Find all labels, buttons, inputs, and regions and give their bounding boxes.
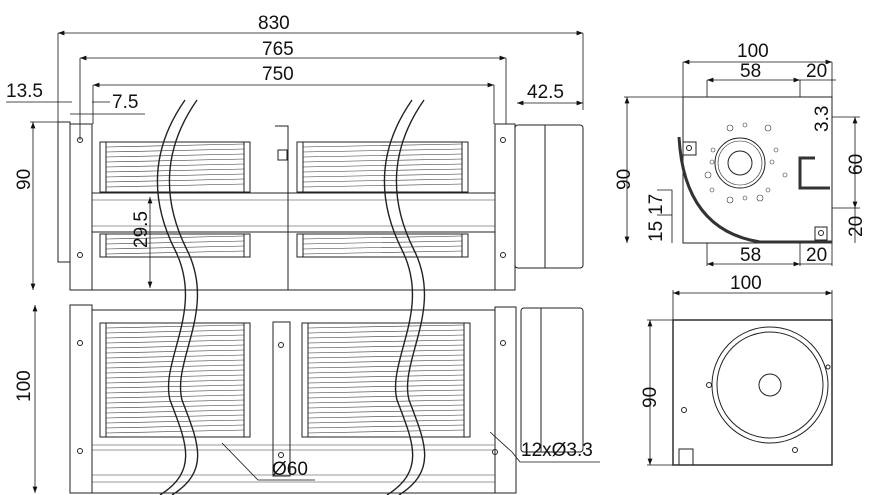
impeller-right — [296, 141, 469, 193]
impeller-right-lower — [296, 233, 469, 258]
side-dim-17: 17 — [646, 194, 667, 215]
dim-830: 830 — [258, 13, 290, 34]
top-view: 830 765 750 13.5 7.5 42.5 90 29.5 — [6, 13, 584, 291]
mounting-hole — [492, 449, 498, 455]
side-dim-3-3: 3.3 — [812, 106, 833, 132]
mounting-hole — [500, 137, 506, 143]
motor — [514, 124, 584, 269]
dim-90-top: 90 — [14, 169, 35, 190]
holes-label: 12xØ3.3 — [521, 440, 593, 461]
end-view: 100 90 — [640, 273, 833, 466]
mounting-hole — [500, 340, 506, 346]
mounting-hole — [77, 252, 83, 258]
impeller-right — [301, 322, 471, 438]
left-flange — [69, 123, 93, 291]
dim-13-5: 13.5 — [6, 81, 43, 102]
mounting-hole — [500, 252, 506, 258]
side-dim-60: 60 — [846, 154, 867, 175]
side-view: 100 58 20 3.3 60 20 90 17 15 58 20 — [614, 41, 867, 267]
dim-765: 765 — [262, 39, 294, 60]
right-flange — [494, 123, 516, 291]
dim-750: 750 — [262, 64, 294, 85]
center-bracket — [275, 125, 289, 290]
mounting-hole — [77, 137, 83, 143]
dim-7-5: 7.5 — [112, 92, 138, 113]
end-dim-90: 90 — [640, 387, 661, 408]
side-dim-90: 90 — [614, 169, 635, 190]
mounting-hole — [77, 448, 83, 454]
side-dim-20-right: 20 — [846, 216, 867, 237]
side-dim-100: 100 — [737, 41, 769, 62]
side-dim-58-top: 58 — [740, 61, 761, 82]
side-dim-58-bottom: 58 — [740, 245, 761, 266]
mounting-hole — [77, 340, 83, 346]
dim-60-diameter: Ø60 — [272, 459, 308, 480]
side-dim-15: 15 — [646, 221, 667, 242]
dim-100-bottom: 100 — [14, 370, 35, 402]
side-housing — [682, 96, 833, 244]
end-dim-100: 100 — [730, 273, 762, 294]
break-lines — [156, 99, 426, 495]
dim-29-5: 29.5 — [131, 211, 152, 248]
side-dim-20-bottom: 20 — [806, 245, 827, 266]
impeller-left-lower — [99, 233, 251, 258]
side-dim-20-top: 20 — [806, 61, 827, 82]
impeller-left — [99, 322, 251, 438]
dim-42-5: 42.5 — [527, 82, 564, 103]
bottom-view: 100 Ø60 12xØ3.3 — [14, 304, 600, 494]
